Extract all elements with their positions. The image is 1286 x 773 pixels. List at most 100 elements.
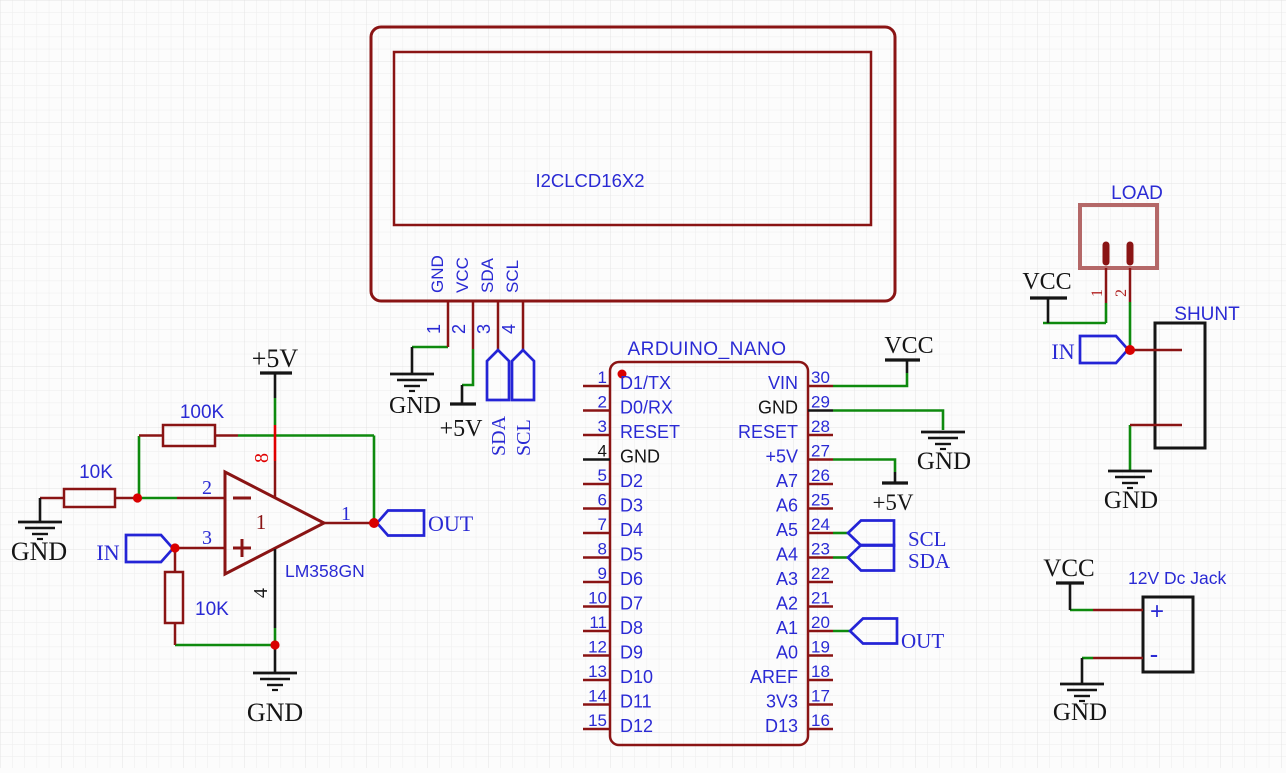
- vcc-flag-load[interactable]: VCC: [1022, 269, 1072, 323]
- wire-lcd-5v[interactable]: [462, 349, 475, 387]
- nano-pin-row-27[interactable]: 27+5V: [765, 442, 833, 467]
- nano-pin-number: 11: [589, 613, 607, 632]
- gnd-flag-shunt[interactable]: GND: [1104, 469, 1158, 514]
- out-flag-shape[interactable]: [375, 509, 426, 537]
- gnd-label: GND: [1053, 699, 1107, 726]
- gnd-flag-jack[interactable]: GND: [1053, 658, 1107, 726]
- resistor-value: 10K: [79, 462, 113, 483]
- out-flag-opamp[interactable]: OUT: [375, 509, 474, 537]
- scl-flag-shape[interactable]: [846, 519, 896, 547]
- gnd-flag-lcd[interactable]: GND: [388, 347, 441, 419]
- load-pin2-number: 2: [1113, 289, 1130, 297]
- nano-pin-number: 30: [811, 368, 830, 387]
- nano-pin-number: 29: [811, 393, 830, 412]
- out-flag-shape[interactable]: [848, 617, 899, 645]
- p5v-flag-opamp[interactable]: +5V: [252, 344, 299, 398]
- p5v-flag-nano[interactable]: +5V: [872, 472, 914, 515]
- shunt-component[interactable]: SHUNT: [1130, 304, 1240, 450]
- nano-pin-name: D11: [620, 692, 652, 712]
- lcd-screen[interactable]: [392, 50, 873, 227]
- vcc-flag-nano[interactable]: VCC: [884, 333, 934, 373]
- gnd-label: GND: [11, 537, 67, 566]
- in-flag-shape[interactable]: [124, 533, 175, 564]
- load-body[interactable]: [1078, 203, 1159, 270]
- wires-green[interactable]: [137, 302, 1132, 660]
- junction-dot: [1125, 345, 1135, 355]
- vcc-flag-jack[interactable]: VCC: [1043, 555, 1095, 610]
- dc-jack-component[interactable]: 12V Dc Jack + -: [1093, 568, 1226, 674]
- lcd-outer-body[interactable]: [369, 25, 897, 303]
- out-flag-nano[interactable]: OUT: [848, 617, 944, 654]
- nano-pin-name: A6: [776, 496, 798, 516]
- scl-flag-shape[interactable]: [510, 348, 536, 402]
- resistor-input-10k[interactable]: 10K: [40, 462, 137, 509]
- load-component[interactable]: LOAD 1 2: [1078, 183, 1163, 303]
- gnd-flag-nano[interactable]: GND: [917, 430, 971, 475]
- wire-nano-gnd[interactable]: [833, 409, 945, 431]
- nano-pin-name: A7: [776, 471, 798, 491]
- in-flag-shunt[interactable]: IN: [1051, 334, 1130, 365]
- sda-flag-shape[interactable]: [485, 348, 511, 402]
- sda-flag-lcd[interactable]: SDA: [485, 348, 511, 456]
- junction-dot: [170, 543, 180, 553]
- arduino-body[interactable]: [608, 360, 810, 747]
- sda-flag-shape[interactable]: [846, 543, 896, 572]
- nano-pin-number: 12: [588, 638, 607, 657]
- in-flag-opamp[interactable]: IN: [96, 533, 175, 565]
- opamp-lm358[interactable]: 1 2 3 1 8 4 LM358GN: [175, 425, 374, 628]
- shunt-body[interactable]: [1153, 321, 1207, 450]
- wire-vin-vcc[interactable]: [833, 373, 909, 388]
- nano-pin-name: 3V3: [766, 692, 798, 712]
- in-flag-shape[interactable]: [1078, 334, 1130, 365]
- p5v-flag-lcd[interactable]: +5V: [440, 385, 484, 442]
- gnd-flag-opamp-left[interactable]: GND: [11, 498, 67, 566]
- out-label: OUT: [428, 511, 474, 536]
- lcd-component[interactable]: I2CLCD16X2 GND VCC SDA SCL 1 2 3 4: [369, 25, 897, 350]
- opamp-pin8-number: 8: [251, 453, 273, 463]
- sda-flag-nano[interactable]: SDA: [846, 543, 951, 573]
- nano-pin-name: D3: [620, 496, 643, 516]
- nano-pin-number: 7: [598, 515, 607, 534]
- load-name: LOAD: [1111, 183, 1163, 204]
- sda-label: SDA: [908, 549, 951, 573]
- dc-jack-body[interactable]: [1141, 595, 1195, 674]
- scl-flag-nano[interactable]: SCL: [846, 519, 947, 552]
- wire-nano-5v[interactable]: [833, 458, 897, 473]
- resistor-feedback-100k[interactable]: 100K: [139, 402, 238, 448]
- gnd-flag-opamp-bottom[interactable]: GND: [247, 645, 303, 727]
- scl-flag-lcd[interactable]: SCL: [510, 348, 536, 456]
